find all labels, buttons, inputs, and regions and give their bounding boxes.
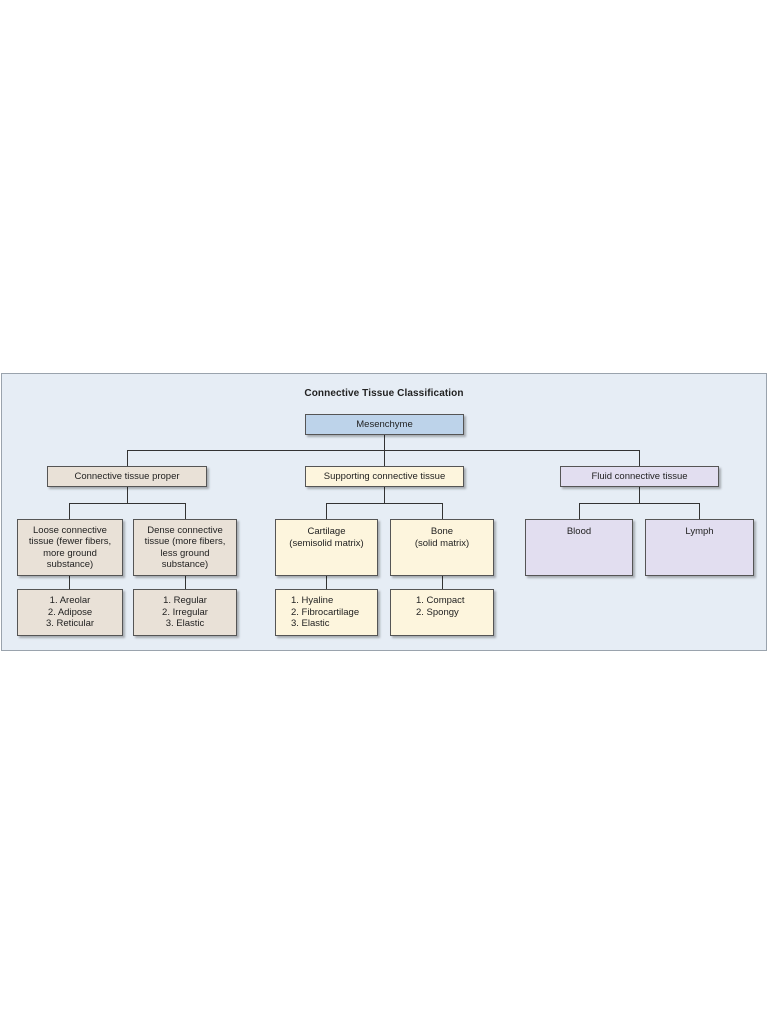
cartilage-list: 1. Hyaline 2. Fibrocartilage 3. Elastic <box>275 589 378 636</box>
list-item: 1. Areolar <box>49 595 91 606</box>
connector <box>127 487 128 503</box>
dense-tissue-list: 1. Regular 2. Irregular 3. Elastic <box>133 589 237 636</box>
list-item: 3. Reticular <box>45 618 95 629</box>
cartilage-node: Cartilage (semisolid matrix) <box>275 519 378 576</box>
node-label: Cartilage (semisolid matrix) <box>289 526 364 549</box>
connector <box>69 576 70 589</box>
node-label: Dense connective tissue (more fibers, le… <box>144 524 226 571</box>
fluid-connective-tissue-node: Fluid connective tissue <box>560 466 719 487</box>
connector <box>69 503 70 519</box>
list-item: 1. Compact <box>416 595 465 606</box>
connector <box>384 487 385 503</box>
connector <box>326 503 327 519</box>
list-item: 3. Elastic <box>165 618 205 629</box>
connector <box>384 435 385 450</box>
list-item: 2. Fibrocartilage <box>291 606 360 618</box>
bone-node: Bone (solid matrix) <box>390 519 494 576</box>
connector <box>384 450 385 466</box>
connector <box>699 503 700 519</box>
lymph-node: Lymph <box>645 519 754 576</box>
dense-connective-tissue-node: Dense connective tissue (more fibers, le… <box>133 519 237 576</box>
node-label: Fluid connective tissue <box>591 470 688 482</box>
loose-connective-tissue-node: Loose connective tissue (fewer fibers, m… <box>17 519 123 576</box>
node-label: Blood <box>566 526 592 537</box>
list-item: 2. Spongy <box>416 606 459 618</box>
connector <box>442 576 443 589</box>
connector <box>579 503 580 519</box>
connector <box>442 503 443 519</box>
connector <box>326 503 443 504</box>
list-item: 2. Adipose <box>47 606 93 618</box>
connector <box>185 576 186 589</box>
connective-tissue-proper-node: Connective tissue proper <box>47 466 207 487</box>
connector <box>127 450 128 466</box>
bone-list: 1. Compact 2. Spongy <box>390 589 494 636</box>
node-label: Connective tissue proper <box>74 470 180 482</box>
list-item: 1. Regular <box>163 595 207 606</box>
connector <box>69 503 186 504</box>
connector <box>185 503 186 519</box>
node-label: Loose connective tissue (fewer fibers, m… <box>28 524 112 571</box>
diagram-title: Connective Tissue Classification <box>304 388 464 399</box>
connector <box>326 576 327 589</box>
supporting-connective-tissue-node: Supporting connective tissue <box>305 466 464 487</box>
node-label: Bone (solid matrix) <box>414 526 470 549</box>
blood-node: Blood <box>525 519 633 576</box>
node-label: Mesenchyme <box>356 418 413 430</box>
connector <box>639 487 640 503</box>
loose-tissue-list: 1. Areolar 2. Adipose 3. Reticular <box>17 589 123 636</box>
list-item: 2. Irregular <box>162 606 208 618</box>
connector <box>579 503 700 504</box>
list-item: 3. Elastic <box>291 618 330 629</box>
mesenchyme-node: Mesenchyme <box>305 414 464 435</box>
node-label: Supporting connective tissue <box>323 470 446 482</box>
connector <box>127 450 639 451</box>
list-item: 1. Hyaline <box>291 595 334 606</box>
connector <box>639 450 640 466</box>
node-label: Lymph <box>685 526 714 537</box>
